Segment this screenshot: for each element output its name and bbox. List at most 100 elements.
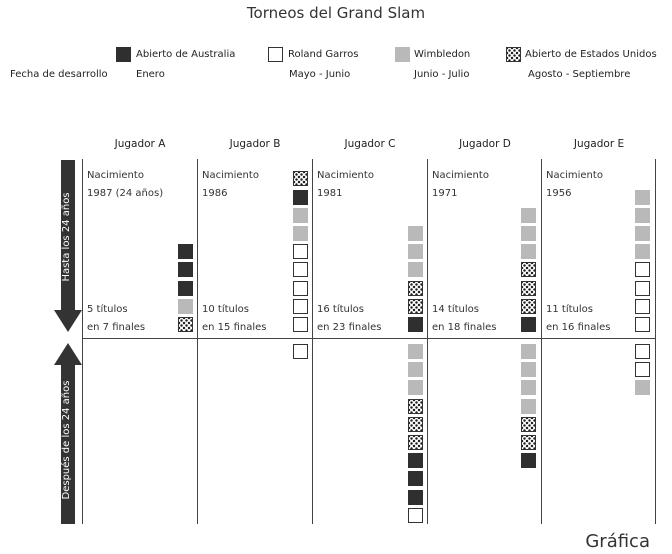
- final-square-us: [521, 298, 536, 314]
- birth-year: 1981: [317, 188, 343, 199]
- final-square-rg: [293, 280, 308, 296]
- grid-line-4: [541, 159, 542, 524]
- legend-name-us: Abierto de Estados Unidos: [525, 49, 657, 60]
- final-square-us: [408, 435, 423, 450]
- final-square-wim: [635, 226, 650, 241]
- final-square-rg: [635, 262, 650, 278]
- arrow-label-until-24: Hasta los 24 años: [61, 192, 72, 282]
- final-square-rg: [408, 507, 423, 523]
- titles-count: 10 títulos: [202, 304, 249, 315]
- final-square-rg: [293, 317, 308, 332]
- grid-line-right: [655, 159, 656, 524]
- finals-count: en 7 finales: [87, 322, 146, 333]
- final-square-wim: [521, 362, 536, 378]
- finals-count: en 16 finales: [546, 322, 611, 333]
- legend-row-label: Fecha de desarrollo: [10, 69, 108, 80]
- final-square-us: [178, 317, 193, 332]
- final-square-wim: [635, 207, 650, 223]
- final-square-wim: [408, 362, 423, 378]
- final-square-wim: [521, 226, 536, 241]
- final-square-wim: [521, 207, 536, 223]
- finals-count: en 23 finales: [317, 322, 382, 333]
- final-square-wim: [521, 344, 536, 359]
- birth-year: 1956: [546, 188, 572, 199]
- final-square-us: [521, 435, 536, 450]
- final-square-wim: [293, 207, 308, 223]
- final-square-rg: [293, 298, 308, 314]
- final-square-aus: [293, 189, 308, 205]
- final-square-wim: [293, 226, 308, 241]
- final-square-rg: [635, 280, 650, 296]
- final-square-aus: [521, 317, 536, 332]
- legend-dates-aus: Enero: [136, 69, 165, 80]
- age-24-divider: [82, 338, 656, 339]
- player-name: Jugador A: [114, 138, 166, 150]
- final-square-aus: [178, 244, 193, 260]
- legend-swatch-aus: [116, 47, 131, 62]
- grid-line-3: [427, 159, 428, 524]
- titles-count: 11 títulos: [546, 304, 593, 315]
- final-square-us: [293, 171, 308, 187]
- final-square-aus: [178, 262, 193, 278]
- grid-line-1: [197, 159, 198, 524]
- legend-swatch-rg: [268, 47, 283, 62]
- final-square-wim: [408, 380, 423, 396]
- final-square-wim: [635, 244, 650, 260]
- final-square-wim: [521, 244, 536, 260]
- birth-label: Nacimiento: [432, 170, 489, 181]
- final-square-us: [408, 298, 423, 314]
- final-square-rg: [635, 362, 650, 378]
- birth-label: Nacimiento: [317, 170, 374, 181]
- final-square-wim: [521, 398, 536, 414]
- final-square-aus: [408, 471, 423, 487]
- final-square-us: [408, 398, 423, 414]
- final-square-rg: [635, 298, 650, 314]
- final-square-rg: [293, 262, 308, 278]
- finals-count: en 18 finales: [432, 322, 497, 333]
- final-square-wim: [521, 380, 536, 396]
- final-square-rg: [635, 344, 650, 359]
- birth-label: Nacimiento: [546, 170, 603, 181]
- player-name: Jugador E: [573, 138, 625, 150]
- player-name: Jugador C: [344, 138, 396, 150]
- finals-count: en 15 finales: [202, 322, 267, 333]
- final-square-aus: [408, 489, 423, 505]
- final-square-wim: [408, 344, 423, 359]
- birth-label: Nacimiento: [202, 170, 259, 181]
- legend-dates-us: Agosto - Septiembre: [528, 69, 631, 80]
- legend-swatch-wim: [395, 47, 410, 62]
- final-square-us: [408, 416, 423, 432]
- birth-year: 1987 (24 años): [87, 188, 164, 199]
- birth-year: 1971: [432, 188, 458, 199]
- final-square-wim: [635, 189, 650, 205]
- final-square-rg: [635, 317, 650, 332]
- legend-dates-wim: Junio - Julio: [414, 69, 470, 80]
- legend-swatch-us: [506, 47, 521, 62]
- legend-name-aus: Abierto de Australia: [136, 49, 236, 60]
- final-square-us: [521, 280, 536, 296]
- final-square-rg: [293, 244, 308, 260]
- titles-count: 16 títulos: [317, 304, 364, 315]
- legend-dates-rg: Mayo - Junio: [289, 69, 351, 80]
- legend-name-wim: Wimbledon: [414, 49, 471, 60]
- legend-name-rg: Roland Garros: [288, 49, 359, 60]
- titles-count: 5 títulos: [87, 304, 128, 315]
- final-square-wim: [178, 298, 193, 314]
- grid-line-2: [312, 159, 313, 524]
- diagram-title: Torneos del Grand Slam: [246, 4, 426, 22]
- final-square-rg: [293, 344, 308, 359]
- player-name: Jugador B: [229, 138, 281, 150]
- arrow-label-after-24: Después de los 24 años: [61, 380, 72, 500]
- final-square-wim: [408, 262, 423, 278]
- final-square-wim: [408, 244, 423, 260]
- final-square-us: [521, 416, 536, 432]
- final-square-us: [521, 262, 536, 278]
- birth-year: 1986: [202, 188, 228, 199]
- footer-label: Gráfica: [585, 531, 650, 552]
- final-square-wim: [635, 380, 650, 396]
- grid-line-left: [82, 159, 83, 524]
- player-name: Jugador D: [459, 138, 511, 150]
- final-square-aus: [408, 453, 423, 469]
- birth-label: Nacimiento: [87, 170, 144, 181]
- titles-count: 14 títulos: [432, 304, 479, 315]
